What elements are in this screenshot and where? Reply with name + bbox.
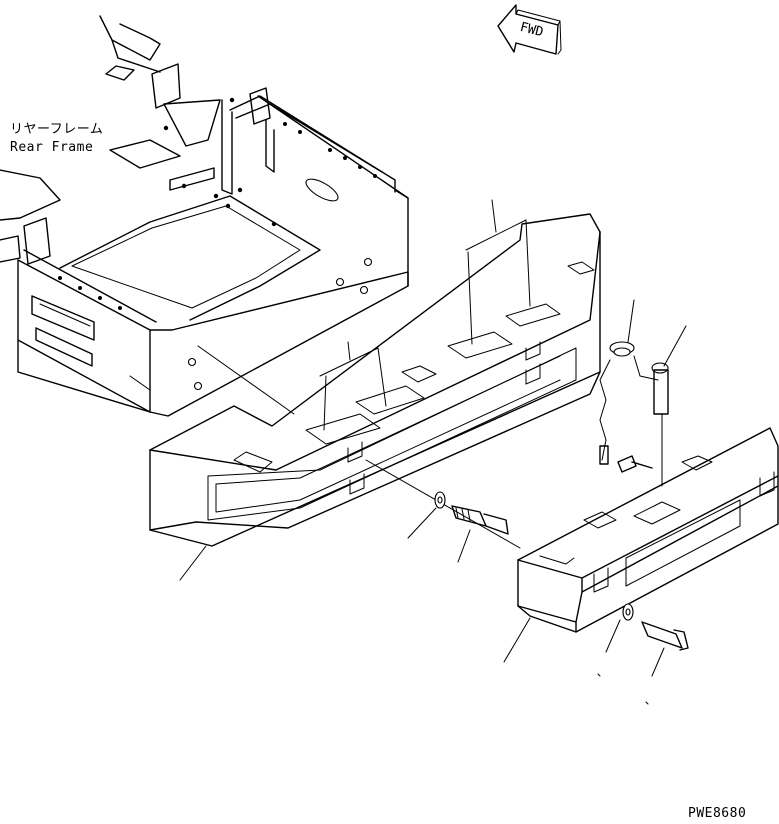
rear-frame-label-jp: リヤーフレーム bbox=[10, 122, 104, 137]
counterweight-small bbox=[503, 427, 779, 663]
hitch-pin-assembly bbox=[599, 299, 687, 487]
rear-frame bbox=[0, 15, 409, 417]
fastener-set bbox=[407, 491, 689, 705]
fwd-arrow-icon bbox=[497, 4, 562, 55]
drawing-id-label: PWE8680 bbox=[688, 806, 747, 821]
rear-frame-label-en: Rear Frame bbox=[10, 140, 94, 155]
counterweight-main bbox=[149, 199, 601, 581]
